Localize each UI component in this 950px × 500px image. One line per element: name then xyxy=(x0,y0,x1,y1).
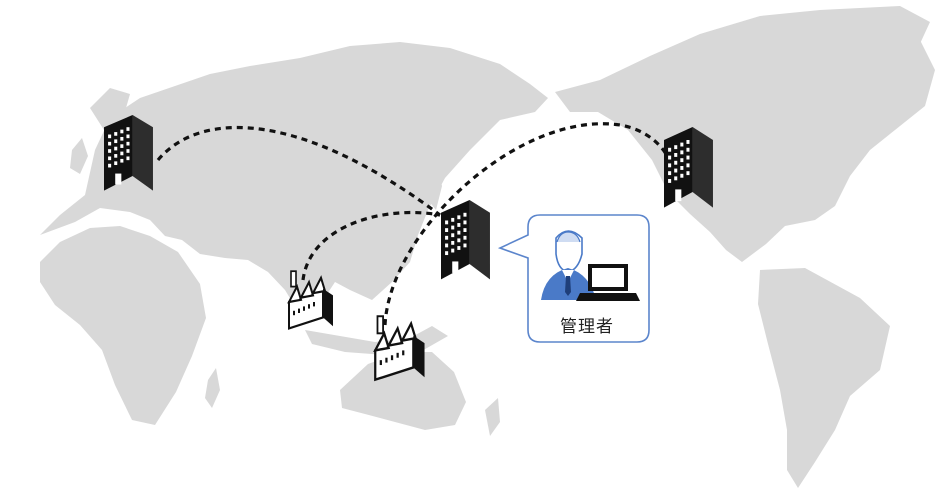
connection-europe-hq xyxy=(156,125,441,217)
world-map xyxy=(40,6,935,488)
administrator-callout xyxy=(497,214,650,343)
north-america-landmass xyxy=(555,10,935,262)
uk-landmass xyxy=(70,138,88,174)
factory-icon xyxy=(374,315,426,381)
scandinavia-landmass xyxy=(90,88,130,130)
connection-australia-factory-na xyxy=(383,122,670,326)
madagascar-landmass xyxy=(205,368,220,408)
administrator-label: 管理者 xyxy=(560,317,614,337)
office-building-icon xyxy=(441,200,490,280)
connection-asia-factory-hq xyxy=(301,210,441,281)
australia-landmass xyxy=(340,352,466,430)
laptop-icon xyxy=(576,264,640,301)
new-zealand-landmass xyxy=(485,398,500,436)
japan-landmass xyxy=(425,162,442,210)
europe-asia-landmass xyxy=(40,42,548,318)
administrator-icon xyxy=(541,230,596,300)
greenland-landmass xyxy=(820,6,930,56)
africa-landmass xyxy=(40,226,206,425)
network-connections xyxy=(156,122,670,326)
south-america-landmass xyxy=(758,268,890,488)
